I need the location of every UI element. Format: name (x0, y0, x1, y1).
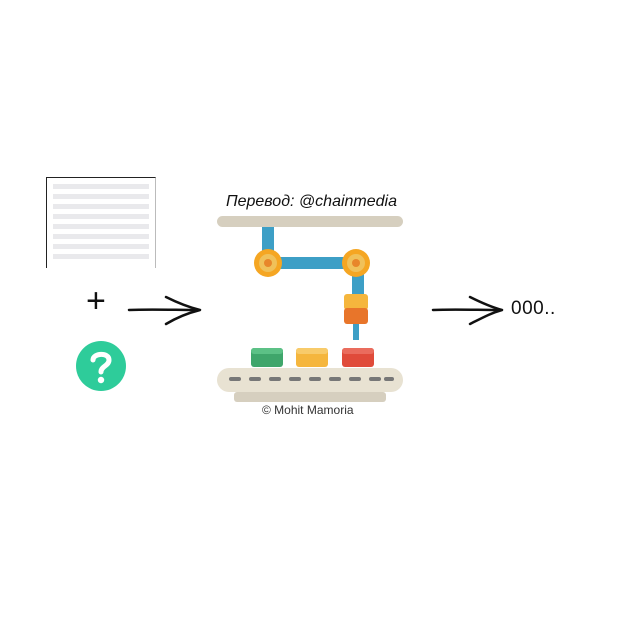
document-icon (46, 177, 156, 268)
top-rail (217, 216, 403, 227)
translation-credit: Перевод: @chainmedia (226, 193, 397, 210)
arrow-right-icon (431, 295, 504, 326)
robot-arm-conveyor-illustration (217, 216, 403, 402)
plus-sign: + (86, 282, 106, 320)
arrow-right-icon (127, 295, 202, 326)
result-output: 000.. (511, 298, 556, 319)
question-mark-icon (76, 341, 126, 391)
gripper (344, 294, 368, 310)
arm-segment (268, 257, 358, 269)
copyright-text: © Mohit Mamoria (262, 403, 354, 417)
